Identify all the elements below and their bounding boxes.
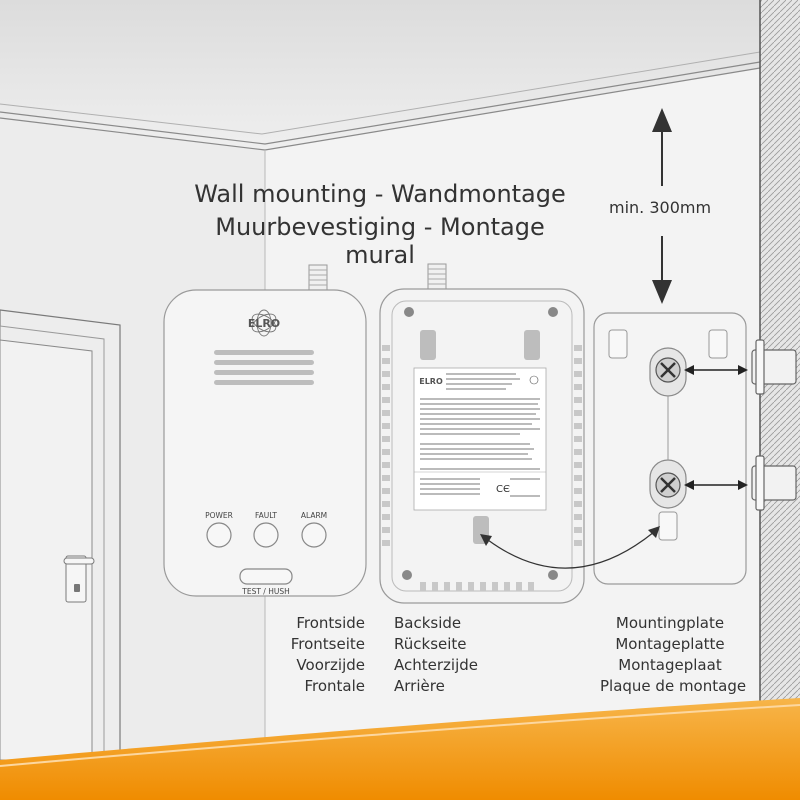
elro-logo: ELRO xyxy=(248,309,280,337)
mountingplate-label-fr: Plaque de montage xyxy=(600,677,747,695)
clearance-arrow xyxy=(652,108,672,304)
mountingplate-labels: Mountingplate Montageplatte Montageplaat… xyxy=(600,613,747,697)
power-indicator xyxy=(206,522,232,548)
backside-label-fr: Arrière xyxy=(394,677,445,695)
screw-top xyxy=(655,357,681,383)
screw-bottom xyxy=(655,472,681,498)
door xyxy=(0,309,121,761)
fault-indicator xyxy=(253,522,279,548)
frontside-label-nl: Voorzijde xyxy=(296,656,365,674)
title-line-2: Muurbevestiging - Montage mural xyxy=(215,213,545,269)
curved-arrow xyxy=(480,526,660,569)
mountingplate-label-en: Mountingplate xyxy=(615,614,725,632)
mounting-plate xyxy=(593,312,747,585)
test-hush-label: TEST / HUSH xyxy=(241,587,290,596)
wall-plugs xyxy=(751,339,797,511)
frontside-label-fr: Frontale xyxy=(304,677,365,695)
title-line-1: Wall mounting - Wandmontage xyxy=(194,180,566,208)
detector-back: ELRO CЄ xyxy=(379,263,585,604)
alignment-arrows xyxy=(684,365,748,490)
test-hush-button xyxy=(239,568,293,585)
frontside-labels: Frontside Frontseite Voorzijde Frontale xyxy=(290,613,365,697)
logo-text: ELRO xyxy=(248,317,280,330)
floor-band xyxy=(0,698,800,800)
clearance-label: min. 300mm xyxy=(609,198,712,217)
mountingplate-label-de: Montageplatte xyxy=(615,635,725,653)
backside-label-en: Backside xyxy=(394,614,462,632)
fault-label: FAULT xyxy=(255,511,277,520)
power-label: POWER xyxy=(205,511,233,520)
detector-front: ELRO POWER FAULT ALARM TEST / HUSH xyxy=(163,264,367,597)
backside-label-de: Rückseite xyxy=(394,635,467,653)
backside-labels: Backside Rückseite Achterzijde Arrière xyxy=(394,613,478,697)
svg-text:CЄ: CЄ xyxy=(496,484,510,495)
alarm-label: ALARM xyxy=(301,511,327,520)
mountingplate-label-nl: Montageplaat xyxy=(618,656,722,674)
alarm-indicator xyxy=(301,522,327,548)
label-logo-text: ELRO xyxy=(419,377,443,386)
frontside-label-en: Frontside xyxy=(296,614,365,632)
product-label: ELRO CЄ xyxy=(413,367,547,511)
backside-label-nl: Achterzijde xyxy=(394,656,478,674)
frontside-label-de: Frontseite xyxy=(290,635,365,653)
speaker-vents xyxy=(214,350,314,385)
